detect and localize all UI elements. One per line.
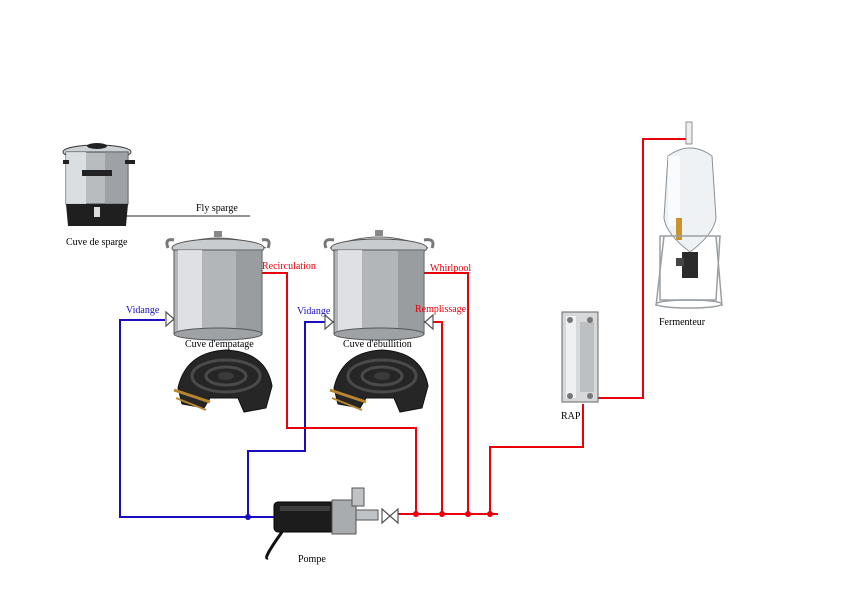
- valve-pump-outlet[interactable]: [381, 508, 399, 524]
- mash-tun: [165, 231, 271, 341]
- labels: Cuve de sparge Fly sparge Cuve d'empatag…: [66, 203, 706, 565]
- label-remplissage: Remplissage: [415, 304, 467, 315]
- label-sparge-tank: Cuve de sparge: [66, 237, 128, 248]
- pipe-junctions: [245, 511, 493, 520]
- fermenter-feed-pipe: [598, 138, 688, 399]
- junction-red-2: [439, 511, 445, 517]
- pipes: [119, 138, 688, 518]
- pump: [265, 487, 379, 560]
- mash-burner: [173, 349, 273, 413]
- label-boil-kettle: Cuve d'ébullition: [343, 339, 412, 350]
- label-fermenter: Fermenteur: [659, 317, 706, 328]
- label-chiller: RAP: [561, 411, 581, 422]
- label-mash-tun: Cuve d'empatage: [185, 339, 254, 350]
- remplissage-pipe: [433, 321, 443, 514]
- junction-blue: [245, 514, 251, 520]
- boil-kettle: [323, 230, 435, 341]
- junction-red-3: [465, 511, 471, 517]
- vidange-mash-pipe: [119, 319, 280, 518]
- plate-chiller: [561, 311, 599, 403]
- junction-red-4: [487, 511, 493, 517]
- label-recirculation: Recirculation: [262, 261, 316, 272]
- chiller-feed-pipe: [489, 404, 584, 514]
- junction-red-1: [413, 511, 419, 517]
- sparge-tank: [62, 143, 135, 226]
- fermenter: [655, 121, 723, 309]
- label-vidange-mash: Vidange: [126, 305, 160, 316]
- label-pump: Pompe: [298, 554, 326, 565]
- whirlpool-pipe: [414, 272, 469, 514]
- label-vidange-boil: Vidange: [297, 306, 331, 317]
- vidange-boil-pipe: [247, 321, 325, 517]
- label-whirlpool: Whirlpool: [430, 263, 471, 274]
- label-fly-sparge: Fly sparge: [196, 203, 238, 214]
- boil-burner: [329, 349, 429, 413]
- recirculation-pipe: [260, 272, 417, 514]
